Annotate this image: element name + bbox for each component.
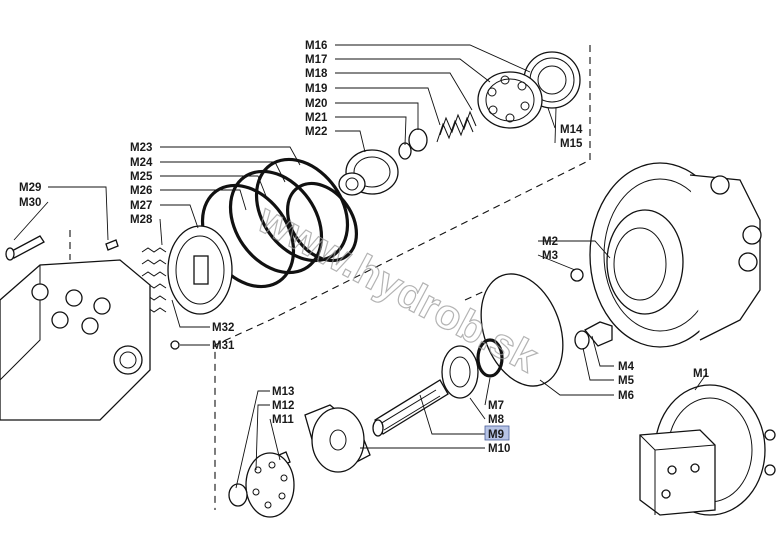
cylinder-block-group	[338, 51, 581, 196]
motor-housing-group	[570, 162, 762, 348]
label-m14: M14	[560, 124, 583, 136]
plug-group	[574, 321, 613, 350]
label-m10: M10	[488, 443, 510, 455]
label-m4: M4	[618, 361, 635, 373]
label-m20: M20	[305, 98, 327, 110]
label-m5: M5	[618, 375, 635, 387]
label-m12: M12	[272, 400, 294, 412]
valve-plate-group	[228, 451, 295, 518]
label-m29: M29	[19, 182, 41, 194]
label-m11: M11	[272, 414, 294, 426]
label-m2: M2	[542, 236, 558, 248]
label-m31: M31	[212, 340, 235, 352]
label-m17: M17	[305, 54, 327, 66]
label-m25: M25	[130, 171, 153, 183]
label-m7: M7	[488, 400, 504, 412]
label-m15: M15	[560, 138, 583, 150]
thrust-plate-group	[304, 404, 371, 473]
bearing-shaft-group	[372, 338, 504, 437]
label-m16: M16	[305, 40, 327, 52]
label-m32: M32	[212, 322, 234, 334]
label-m18: M18	[305, 68, 328, 80]
part-labels: M16 M17 M18 M19 M20 M21 M22 M14 M15 M23 …	[19, 40, 710, 455]
label-m6: M6	[618, 390, 634, 402]
label-m24: M24	[130, 157, 153, 169]
label-m21: M21	[305, 112, 328, 124]
label-m9[interactable]: M9	[488, 429, 504, 441]
label-m13: M13	[272, 386, 294, 398]
label-m3: M3	[542, 250, 558, 262]
label-m27: M27	[130, 200, 152, 212]
label-m30: M30	[19, 197, 41, 209]
label-m28: M28	[130, 214, 153, 226]
label-m22: M22	[305, 126, 327, 138]
highlighted-label-box	[484, 425, 510, 441]
complete-motor-group	[639, 384, 776, 516]
label-m8: M8	[488, 414, 505, 426]
label-m19: M19	[305, 83, 327, 95]
leader-lines	[13, 44, 708, 489]
label-m1: M1	[693, 368, 710, 380]
label-m23: M23	[130, 142, 152, 154]
valve-body-group	[0, 235, 180, 421]
label-m26: M26	[130, 185, 152, 197]
piston-carrier-group	[141, 225, 233, 315]
